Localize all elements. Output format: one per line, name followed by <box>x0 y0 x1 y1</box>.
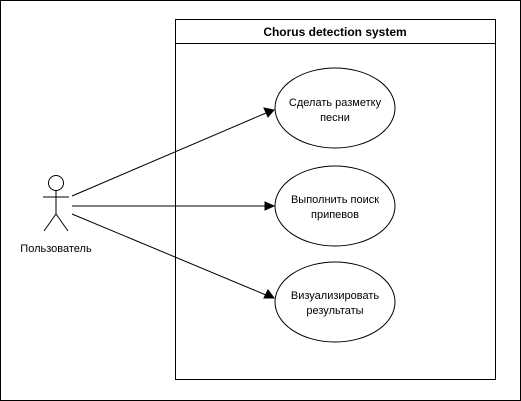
arrow-head-markup <box>263 107 275 118</box>
use-case-search: Выполнить поиск припевов <box>274 165 396 247</box>
use-case-markup-line-1: Сделать разметку <box>289 97 382 109</box>
system-boundary-box <box>175 19 496 380</box>
arrow-head-visualize <box>263 289 275 299</box>
association-visualize <box>71 213 267 296</box>
use-case-visualize-line-1: Визуализировать <box>291 290 380 302</box>
associations <box>71 107 276 299</box>
actor-right-leg <box>55 213 69 232</box>
actor-head <box>48 175 64 191</box>
use-case-search-line-2: припевов <box>311 209 359 221</box>
use-case-markup: Сделать разметку песни <box>274 67 396 149</box>
use-case-markup-ellipse <box>274 67 396 149</box>
association-markup <box>71 112 267 197</box>
actor-label: Пользователь <box>20 243 92 255</box>
use-case-visualize: Визуализировать результаты <box>274 261 396 343</box>
actor-left-leg <box>43 213 57 232</box>
use-case-visualize-line-2: результаты <box>306 305 363 317</box>
use-case-search-line-1: Выполнить поиск <box>291 194 379 206</box>
use-case-search-ellipse <box>274 165 396 247</box>
arrow-head-search <box>264 201 276 211</box>
use-case-markup-line-2: песни <box>320 112 350 124</box>
use-case-visualize-ellipse <box>274 261 396 343</box>
system-boundary: Chorus detection system <box>175 19 496 380</box>
actor: Пользователь <box>20 175 92 255</box>
system-title: Chorus detection system <box>263 25 406 39</box>
